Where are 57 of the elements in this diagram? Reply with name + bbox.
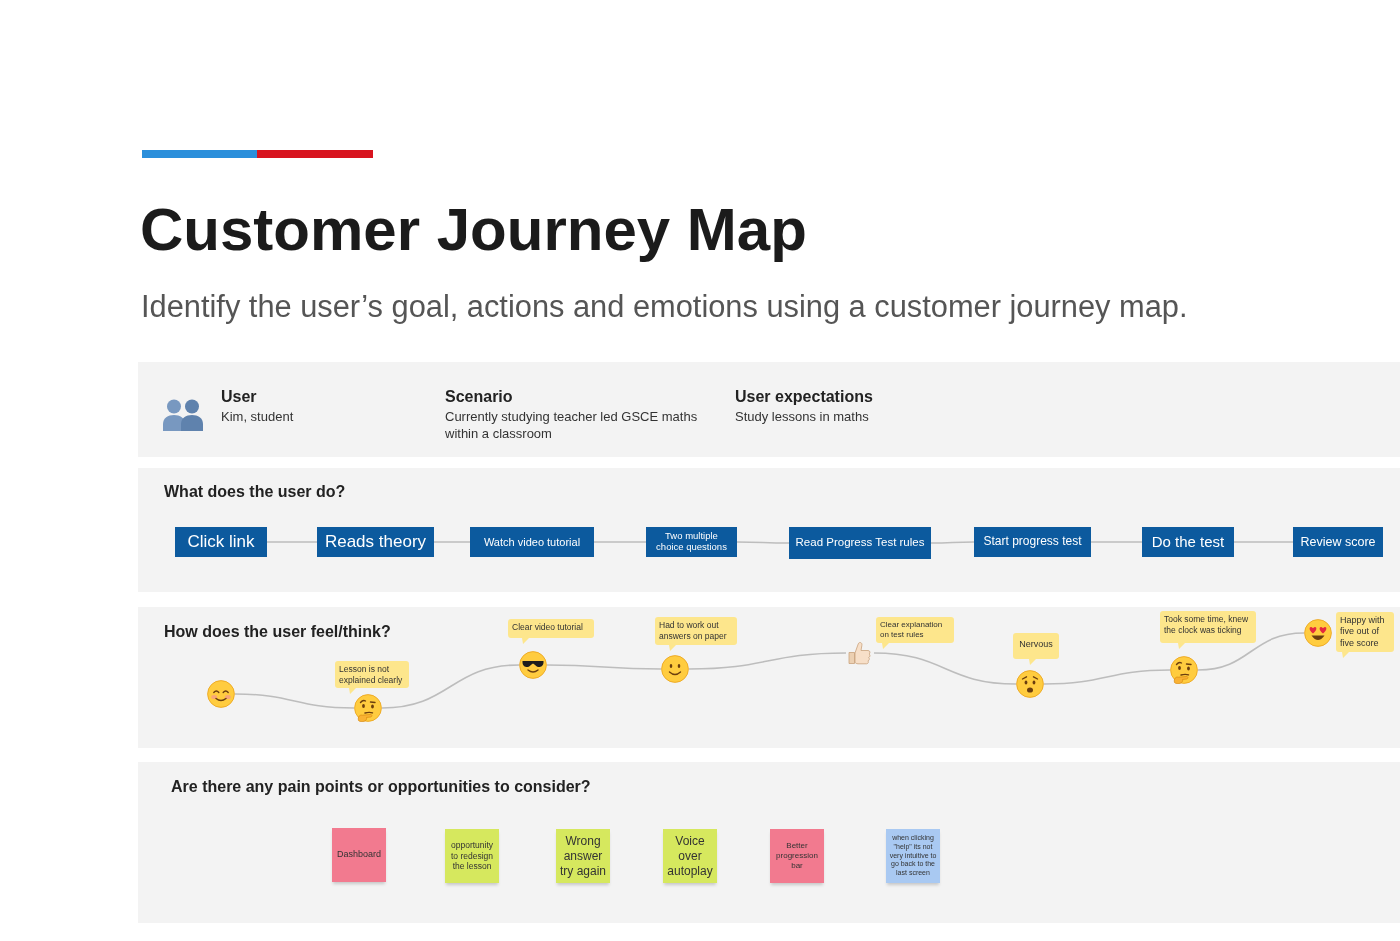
speech-bubble: Happy with five out of five score xyxy=(1336,612,1394,658)
thinking-face-icon xyxy=(354,694,382,722)
swimlane-band xyxy=(138,762,1400,923)
info-heading: User xyxy=(221,387,257,407)
slight-smile-face-icon xyxy=(661,655,689,683)
swimlane-band xyxy=(138,607,1400,748)
connector-line xyxy=(736,541,790,544)
connector-line xyxy=(930,541,975,544)
mood-curve xyxy=(546,664,662,670)
sticky-note: Dashboard xyxy=(332,828,386,882)
connector-line xyxy=(593,541,647,543)
connector-line xyxy=(266,541,318,543)
connector-line xyxy=(433,541,471,543)
mood-curve xyxy=(234,693,355,709)
mood-curve xyxy=(873,652,1017,685)
smiling-face-icon xyxy=(207,680,235,708)
mood-curve xyxy=(688,652,847,670)
sticky-note: Wrong answer try again xyxy=(556,829,610,883)
action-box: Read Progress Test rules xyxy=(789,527,931,559)
speech-bubble: Took some time, knew the clock was ticking xyxy=(1160,611,1256,649)
info-text: Currently studying teacher led GSCE maths within a classroom xyxy=(445,408,699,442)
speech-bubble: Nervous xyxy=(1013,633,1059,665)
info-heading: Scenario xyxy=(445,387,513,407)
mood-curve xyxy=(1043,669,1171,685)
action-box: Two multiple choice questions xyxy=(646,527,737,557)
page-subtitle: Identify the user’s goal, actions and emotions using a customer journey map. xyxy=(141,292,1188,323)
action-box: Watch video tutorial xyxy=(470,527,594,557)
info-text: Kim, student xyxy=(221,408,294,425)
info-heading: User expectations xyxy=(735,387,873,407)
speech-bubble: Clear explanation on test rules xyxy=(876,617,954,649)
action-box: Reads theory xyxy=(317,527,434,557)
speech-bubble: Had to work out answers on paper xyxy=(655,617,737,651)
band-heading: Are there any pain points or opportunities to consider? xyxy=(171,777,591,797)
band-heading: What does the user do? xyxy=(164,482,346,502)
sticky-note: Better progression bar xyxy=(770,829,824,883)
info-text: Study lessons in maths xyxy=(735,408,869,425)
sticky-note: Voice over autoplay xyxy=(663,829,717,883)
connector-line xyxy=(1090,541,1143,543)
band-heading: How does the user feel/think? xyxy=(164,622,391,642)
action-box: Do the test xyxy=(1142,527,1234,557)
info-band xyxy=(138,362,1400,457)
mood-curve xyxy=(1197,632,1305,671)
thumbs-up-icon xyxy=(846,639,874,667)
speech-bubble: Clear video tutorial xyxy=(508,619,594,644)
worried-face-icon xyxy=(1016,670,1044,698)
action-box: Click link xyxy=(175,527,267,557)
heart-eyes-face-icon xyxy=(1304,619,1332,647)
action-box: Start progress test xyxy=(974,527,1091,557)
swimlane-band xyxy=(138,468,1400,592)
mood-curve xyxy=(381,664,520,709)
thinking-face-icon xyxy=(1170,656,1198,684)
sticky-note: opportunity to redesign the lesson xyxy=(445,829,499,883)
sunglasses-face-icon xyxy=(519,651,547,679)
speech-bubble: Lesson is not explained clearly xyxy=(335,661,409,694)
action-box: Review score xyxy=(1293,527,1383,557)
connector-line xyxy=(1233,541,1294,543)
page-title: Customer Journey Map xyxy=(140,200,807,260)
